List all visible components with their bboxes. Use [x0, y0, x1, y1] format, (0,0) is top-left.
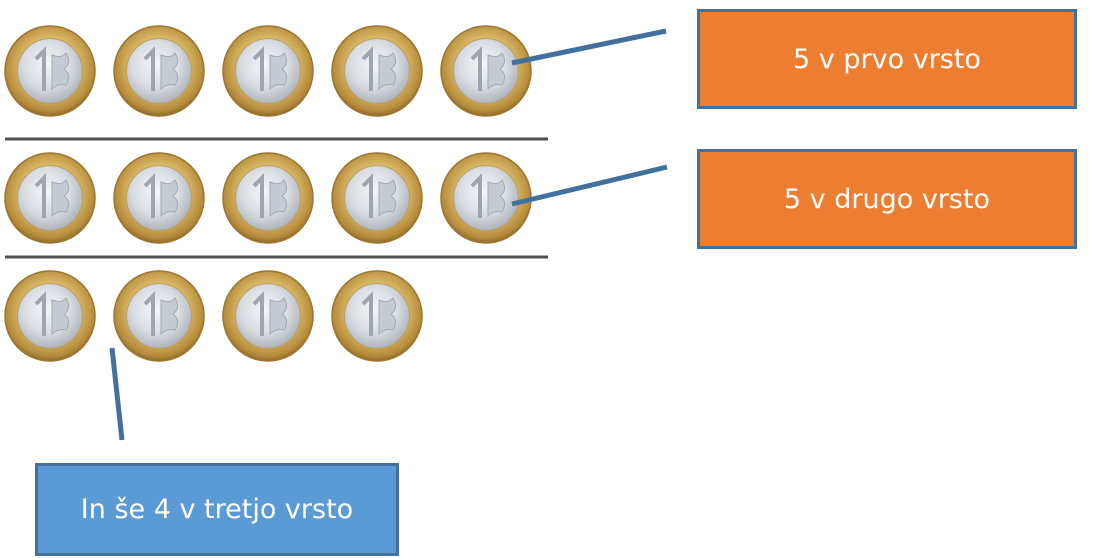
- label-first-row-text: 5 v prvo vrsto: [793, 43, 981, 75]
- euro-coin-icon: [331, 25, 423, 117]
- euro-coin-icon: [440, 152, 532, 244]
- euro-coin-icon: [113, 270, 205, 362]
- euro-coin-icon: [331, 270, 423, 362]
- connector-row2: [511, 164, 668, 207]
- euro-coin-icon: [222, 270, 314, 362]
- connector-row3: [109, 347, 125, 441]
- connector-row1: [511, 28, 667, 66]
- coin-grid: [4, 25, 532, 362]
- euro-coin-icon: [440, 25, 532, 117]
- label-second-row-text: 5 v drugo vrsto: [783, 183, 991, 215]
- label-third-row: In še 4 v tretjo vrsto: [35, 463, 399, 556]
- euro-coin-icon: [222, 152, 314, 244]
- euro-coin-icon: [4, 152, 96, 244]
- euro-coin-icon: [222, 25, 314, 117]
- euro-coin-icon: [4, 270, 96, 362]
- euro-coin-icon: [331, 152, 423, 244]
- label-third-row-text: In še 4 v tretjo vrsto: [80, 494, 354, 525]
- label-first-row: 5 v prvo vrsto: [697, 9, 1077, 109]
- euro-coin-icon: [4, 25, 96, 117]
- euro-coin-icon: [113, 25, 205, 117]
- label-second-row: 5 v drugo vrsto: [697, 149, 1077, 249]
- euro-coin-icon: [113, 152, 205, 244]
